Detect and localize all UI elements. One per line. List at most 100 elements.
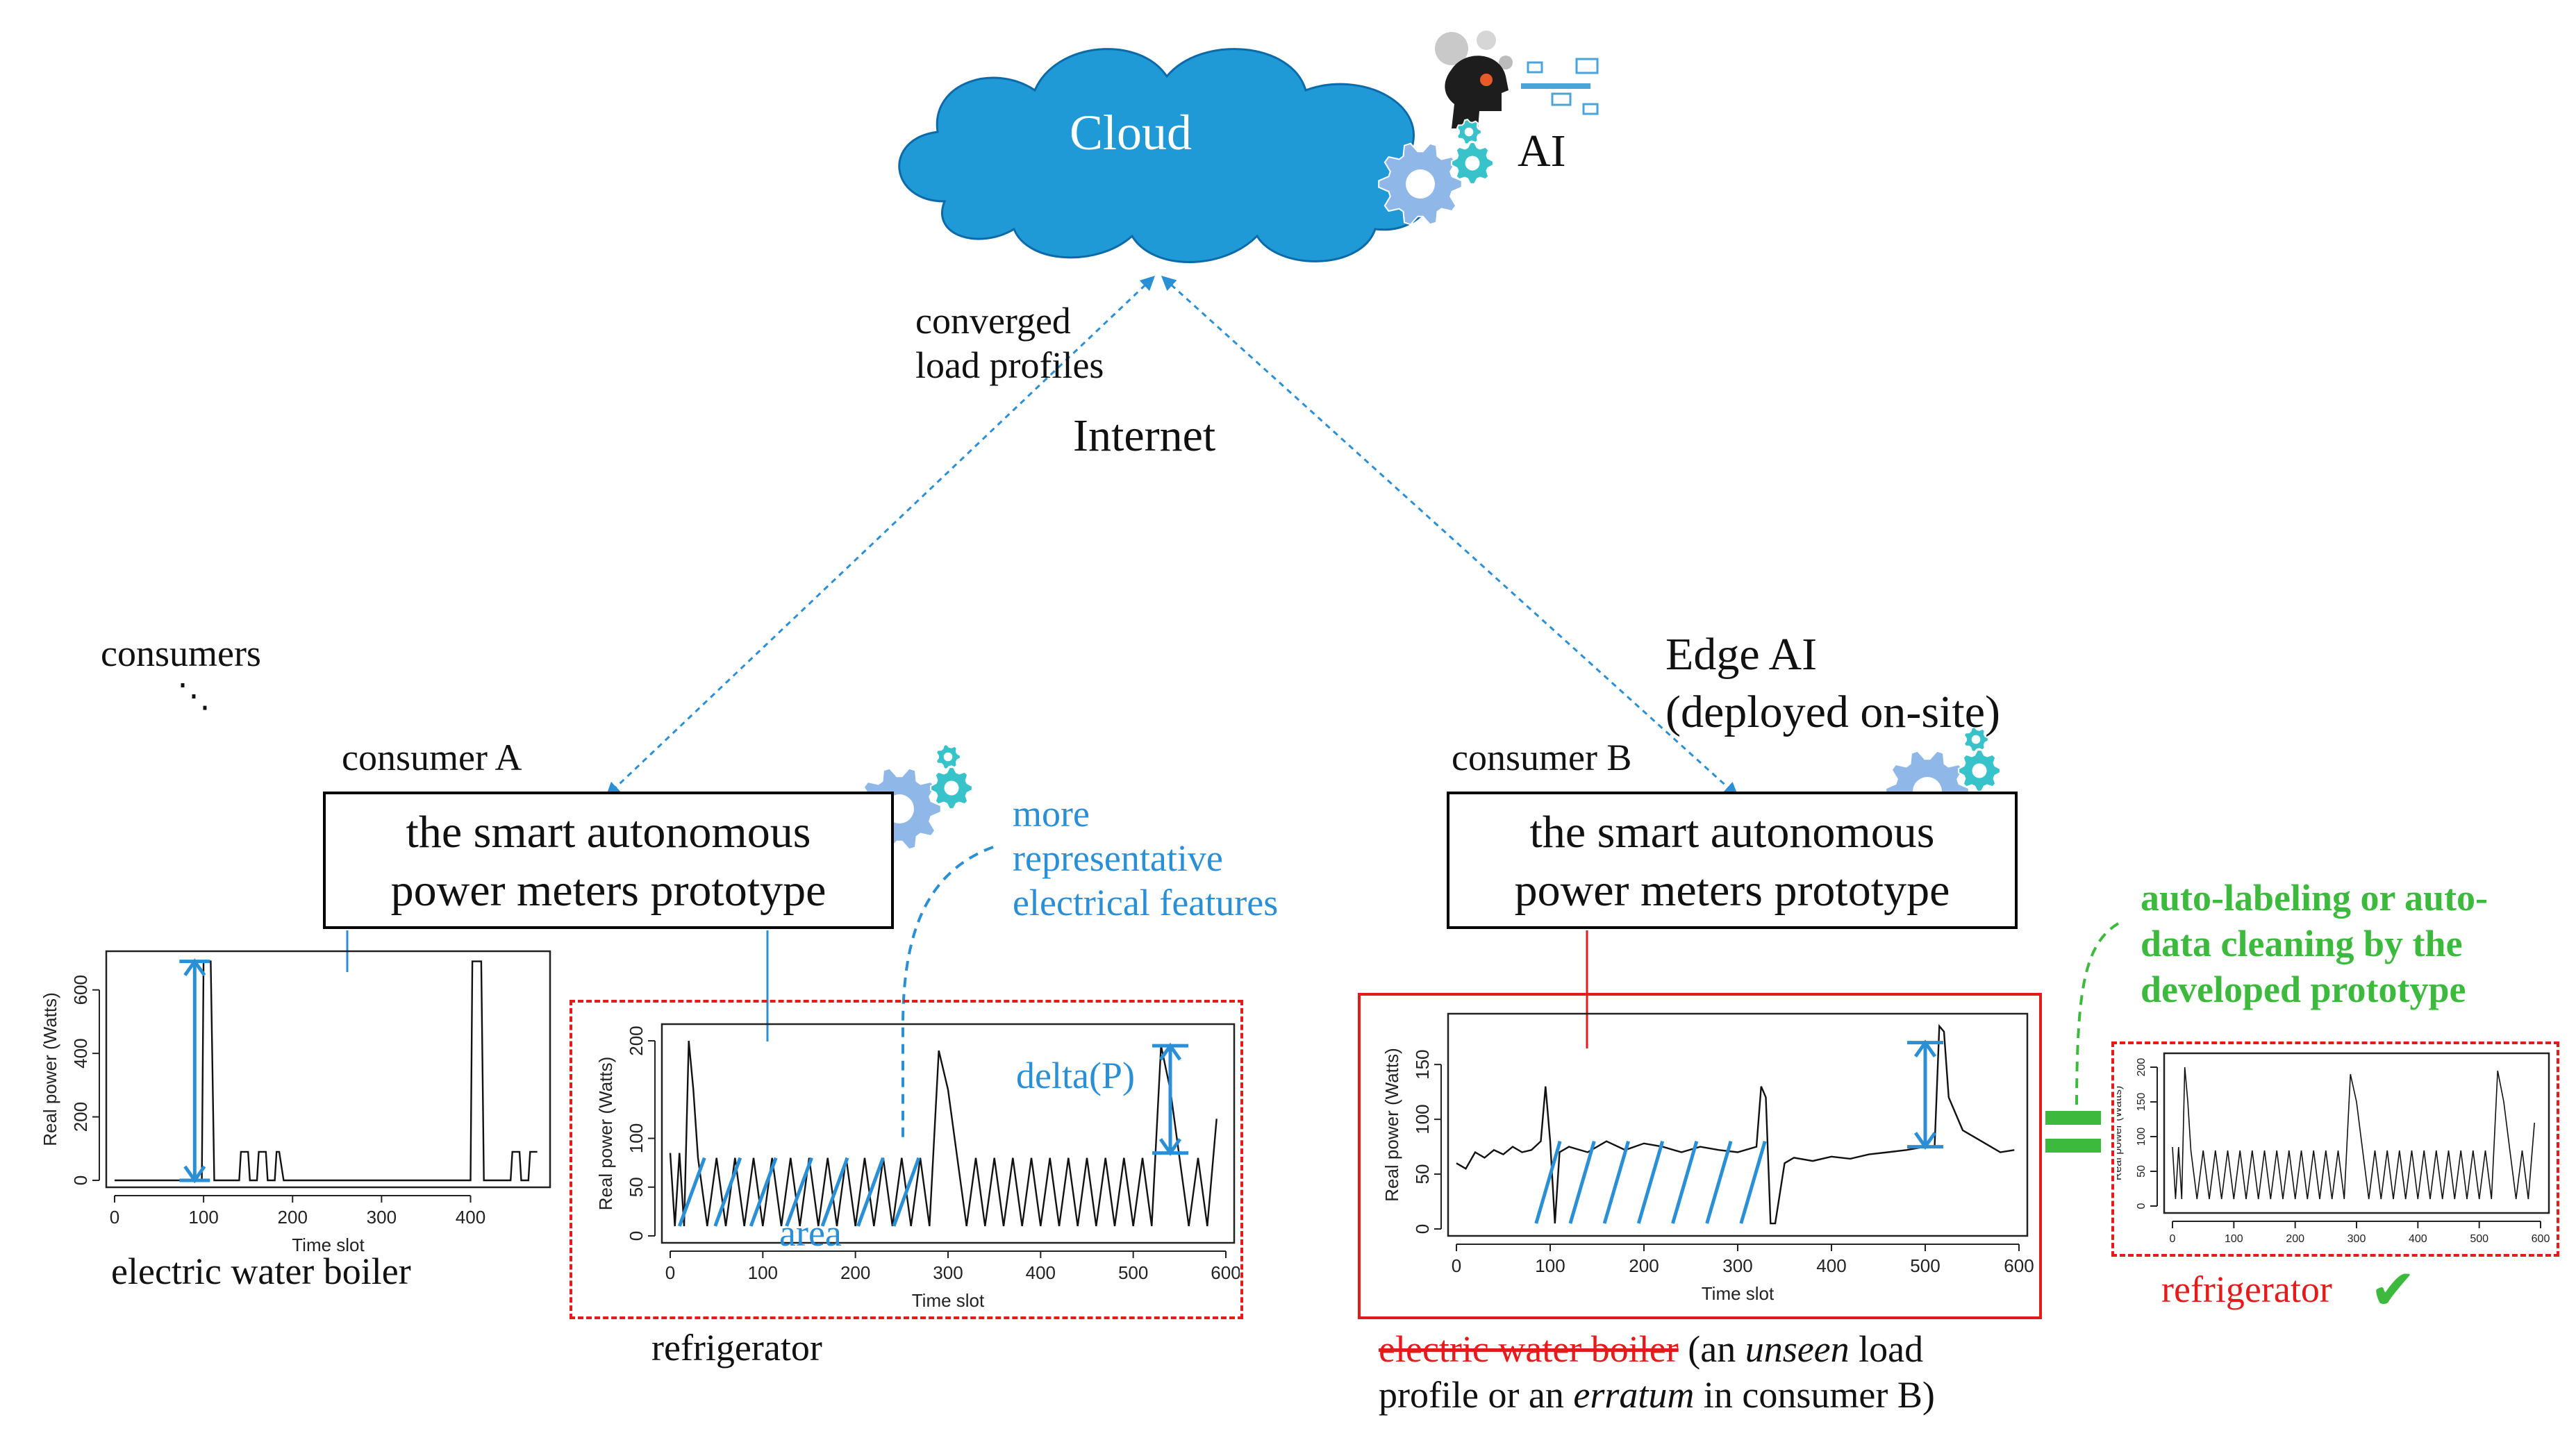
gear-small [1958,749,2001,792]
y-tick-label: 400 [70,1038,91,1068]
x-tick-label: 0 [665,1262,675,1283]
meter-prototype-a: the smart autonomous power meters protot… [323,792,894,929]
y-tick-label: 50 [626,1177,647,1197]
area-hatch [749,1157,778,1227]
x-tick-label: 400 [2409,1233,2427,1245]
area-hatch [1739,1140,1767,1224]
y-axis-label: Real power (Watts) [595,1057,616,1211]
area-hatch [1534,1140,1562,1224]
edge-ai-line1: Edge AI [1665,629,1818,680]
equals-sign [2045,1111,2101,1153]
caption-boiler-b: electric water boiler (an unseen load pr… [1379,1326,1935,1418]
x-tick-label: 600 [2532,1233,2550,1245]
erratum-text: erratum [1573,1374,1695,1416]
ai-label: AI [1518,126,1566,176]
caption-fridge-a: refrigerator [651,1327,822,1369]
y-axis-label: Real power (Watts) [1381,1048,1402,1202]
x-tick-label: 400 [1026,1262,1056,1283]
x-tick-label: 500 [1910,1255,1940,1276]
meter-prototype-b: the smart autonomous power meters protot… [1447,792,2018,929]
fridge-c-frame [2111,1041,2559,1257]
boiler-b-frame [1358,993,2042,1319]
area-hatch [1636,1140,1665,1224]
y-tick-label: 50 [1412,1164,1433,1185]
consumer-b-label: consumer B [1452,737,1632,778]
x-tick-label: 100 [188,1207,218,1228]
y-tick-label: 50 [2136,1165,2147,1178]
x-tick-label: 600 [2004,1255,2034,1276]
x-tick-label: 200 [840,1262,870,1283]
fridge-a-frame [570,1000,1243,1319]
y-tick-label: 100 [1412,1104,1433,1134]
cloud-shape [898,48,1436,263]
auto-line1: auto-labeling or auto- [2141,877,2488,919]
x-tick-label: 300 [2348,1233,2366,1245]
area-hatch [1568,1140,1596,1224]
area-hatch [677,1157,706,1227]
x-tick-label: 400 [456,1207,485,1228]
x-tick-label: 100 [2225,1233,2243,1245]
caption-text: in consumer B) [1694,1374,1935,1416]
plot-frame [105,950,551,1189]
y-tick-label: 100 [626,1123,647,1153]
ai-head-icon [1435,31,1599,128]
x-tick-label: 0 [2170,1233,2176,1245]
link-cloud-consumer-b [1161,276,1739,797]
x-tick-label: 200 [278,1207,308,1228]
x-tick-label: 300 [933,1262,963,1283]
x-tick-label: 500 [2470,1233,2488,1245]
x-tick-label: 100 [748,1262,778,1283]
y-tick-label: 0 [1412,1224,1433,1234]
converged-line2: load profiles [915,344,1104,386]
y-tick-label: 200 [626,1026,647,1055]
area-hatch [892,1157,921,1227]
gear-large [1378,142,1463,226]
gear-tiny [1456,118,1482,146]
x-tick-label: 200 [2286,1233,2304,1245]
gear-small [930,767,973,810]
features-line1: more [1013,793,1090,835]
caption-boiler-b-line1: electric water boiler (an unseen load [1379,1326,1935,1372]
area-hatch [856,1157,885,1227]
converged-label: converged load profiles [915,299,1104,387]
y-tick-label: 0 [70,1175,91,1185]
unseen-text: unseen [1745,1328,1850,1370]
y-tick-label: 600 [70,975,91,1005]
series-line [1456,1023,2015,1225]
gear-small [1451,142,1494,185]
caption-text: profile or an [1379,1374,1574,1416]
area-hatch [785,1157,813,1227]
delta-text: delta(P) [1016,1055,1135,1096]
area-hatch [713,1157,742,1227]
x-tick-label: 100 [1535,1255,1565,1276]
y-tick-label: 200 [2136,1058,2147,1077]
plot-frame [2163,1052,2550,1214]
link-cloud-consumer-a [605,276,1156,797]
y-tick-label: 0 [2136,1203,2147,1209]
converged-line1: converged [915,300,1071,342]
series-line [669,1040,1218,1227]
auto-label-annotation: auto-labeling or auto- data cleaning by … [2141,875,2488,1012]
x-axis-label: Time slot [292,1235,365,1255]
edge-ai-line2: (deployed on-site) [1665,687,2001,737]
meter-b-line1: the smart autonomous [1529,807,1935,857]
x-tick-label: 600 [1211,1262,1240,1283]
meter-a-line2: power meters prototype [390,865,826,916]
series-line [2172,1066,2535,1200]
checkmark-icon: ✔ [2370,1257,2417,1322]
caption-text: load [1849,1328,1924,1370]
delta-annotation: delta(P) [1016,1054,1135,1097]
consumer-a-label: consumer A [342,737,522,778]
consumers-dots: ⋱ [177,678,210,714]
plot-frame [660,1023,1236,1244]
y-tick-label: 150 [1412,1049,1433,1079]
x-tick-label: 300 [1722,1255,1752,1276]
area-hatch [1705,1140,1733,1224]
x-tick-label: 200 [1629,1255,1659,1276]
y-axis-label: Real power (Watts) [2117,1086,2124,1180]
x-tick-label: 0 [110,1207,119,1228]
features-line2: representative [1013,837,1223,879]
y-tick-label: 100 [2136,1128,2147,1146]
x-tick-label: 0 [1452,1255,1461,1276]
features-annotation: more representative electrical features [1013,792,1278,925]
